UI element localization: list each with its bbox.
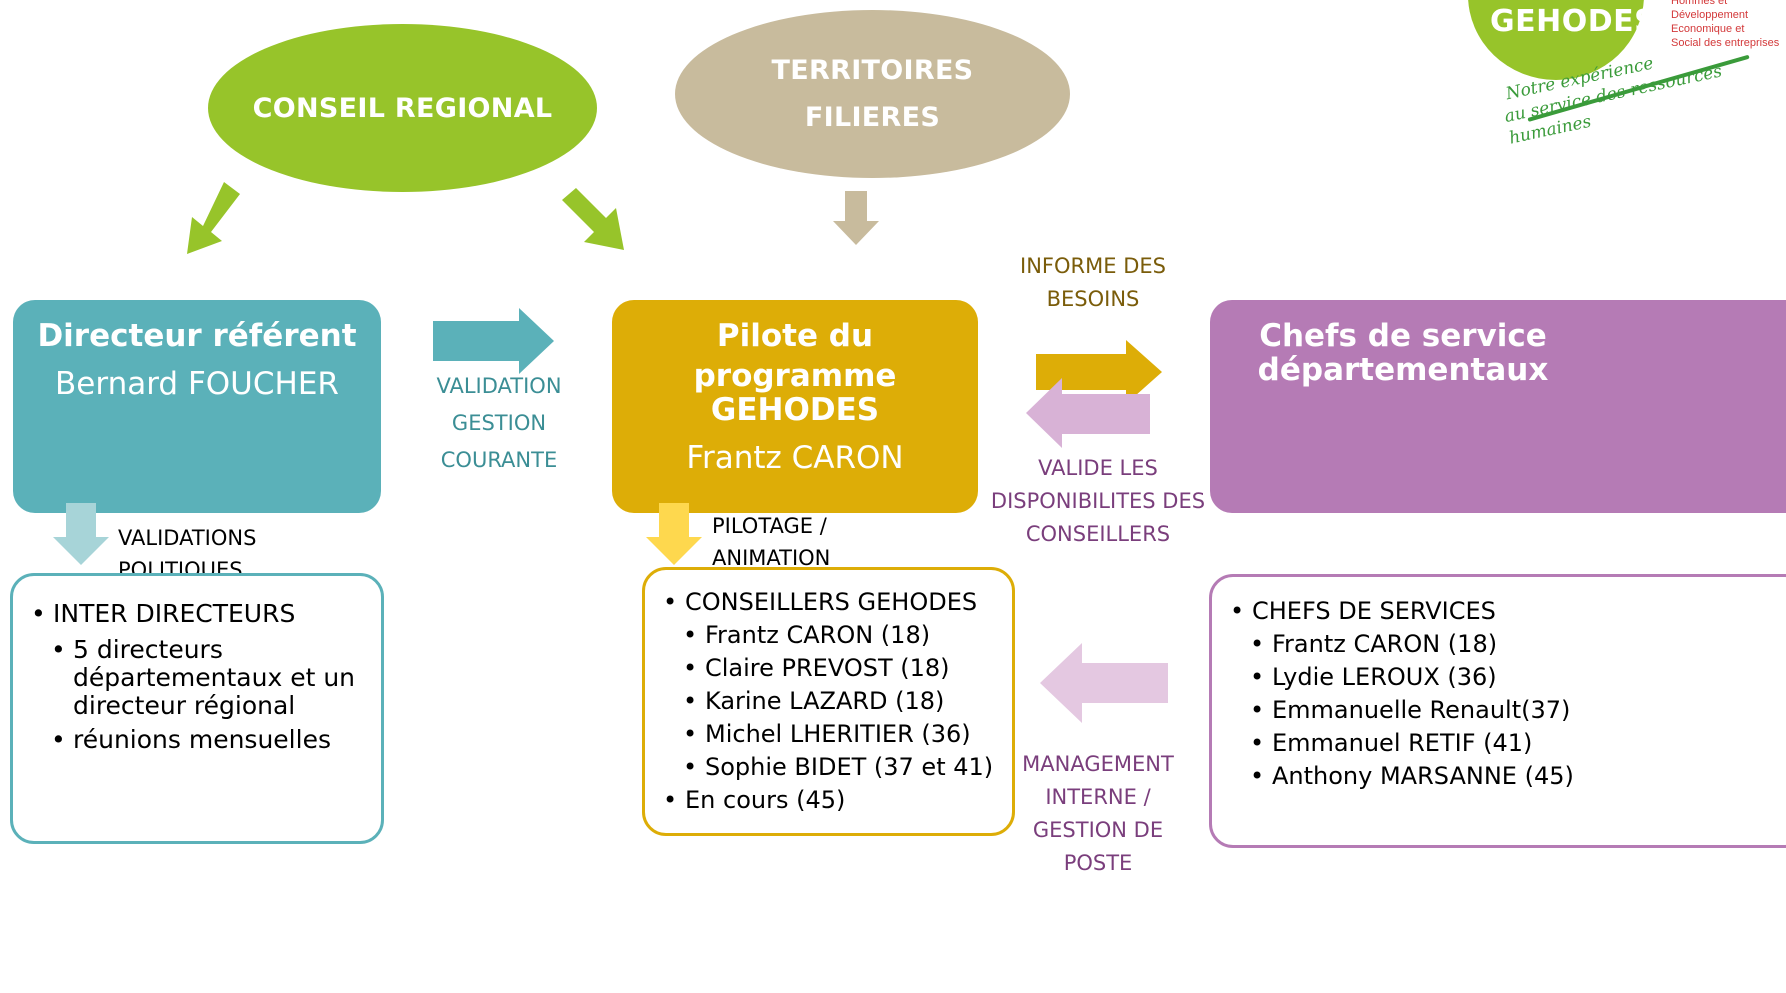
- arrow-down-beige-icon: [833, 191, 879, 245]
- arrow-down-right-icon: [562, 188, 624, 250]
- conseillers-footer: En cours (45): [663, 784, 1002, 817]
- conseiller-item: Sophie BIDET (37 et 41): [683, 751, 1002, 784]
- validations-politiques-label: VALIDATIONS POLITIQUES: [118, 526, 257, 582]
- chef-service-item: Frantz CARON (18): [1250, 628, 1786, 661]
- arrow-left-purple-icon: [1026, 378, 1150, 448]
- filieres-label: FILIERES: [804, 102, 941, 133]
- logo-side-line: Développement: [1671, 9, 1749, 21]
- logo-side-text: Hommes et Développement Economique et So…: [1671, 0, 1779, 50]
- validation-line: COURANTE: [440, 448, 558, 472]
- arrow-left-purple-light-icon: [1040, 643, 1168, 723]
- chef-service-item: Emmanuel RETIF (41): [1250, 727, 1786, 760]
- informe-line: BESOINS: [1046, 287, 1140, 311]
- inter-directeurs-item: réunions mensuelles: [51, 722, 365, 758]
- logo-side-line: Economique et: [1671, 23, 1745, 35]
- logo-side-line: Social des entreprises: [1671, 37, 1780, 49]
- logo-side-line: Hommes et: [1671, 0, 1728, 7]
- pilote-title-line1: Pilote du programme: [693, 318, 897, 394]
- management-label: MANAGEMENT INTERNE / GESTION DE POSTE: [1010, 748, 1186, 880]
- management-line: GESTION DE: [1032, 818, 1164, 842]
- valide-line: VALIDE LES: [1038, 456, 1158, 480]
- chefs-title-line1: Chefs de service: [1259, 318, 1547, 354]
- conseiller-item: Michel LHERITIER (36): [683, 718, 1002, 751]
- informe-line: INFORME DES: [1020, 254, 1166, 278]
- conseil-regional-label: CONSEIL REGIONAL: [252, 92, 553, 124]
- chef-service-item: Emmanuelle Renault(37): [1250, 694, 1786, 727]
- directeur-name: Bernard FOUCHER: [55, 366, 339, 402]
- directeur-title: Directeur référent: [37, 318, 357, 354]
- chefs-title-line2: départementaux: [1257, 352, 1549, 388]
- pilote-box: Pilote du programme GEHODES Frantz CARON: [612, 300, 978, 513]
- valide-line: DISPONIBILITES DES: [990, 489, 1206, 513]
- gehodes-logo: GEHODES Hommes et Développement Economiq…: [1468, 0, 1786, 180]
- arrow-down-gold-icon: [646, 503, 702, 565]
- chef-service-item: Anthony MARSANNE (45): [1250, 760, 1786, 793]
- conseiller-item: Karine LAZARD (18): [683, 685, 1002, 718]
- logo-name: GEHODES: [1490, 4, 1657, 39]
- pilotage-label: PILOTAGE / ANIMATION: [712, 514, 831, 570]
- conseillers-heading: CONSEILLERS GEHODES: [663, 586, 1002, 619]
- arrow-down-left-icon: [187, 182, 240, 254]
- conseiller-item: Frantz CARON (18): [683, 619, 1002, 652]
- logo-wordmark: GEHODES: [1490, 4, 1656, 39]
- valide-label: VALIDE LES DISPONIBILITES DES CONSEILLER…: [988, 452, 1208, 551]
- inter-directeurs-item: 5 directeurs départementaux et un direct…: [51, 636, 365, 720]
- validation-label: VALIDATION GESTION COURANTE: [420, 368, 578, 479]
- arrow-right-teal-icon: [433, 308, 554, 374]
- territoires-label: TERRITOIRES: [771, 55, 974, 86]
- validation-line: GESTION: [451, 411, 547, 435]
- validation-line: VALIDATION: [436, 374, 562, 398]
- informe-label: INFORME DES BESOINS: [1000, 250, 1186, 316]
- chef-service-item: Lydie LEROUX (36): [1250, 661, 1786, 694]
- chefs-services-box: CHEFS DE SERVICES Frantz CARON (18) Lydi…: [1209, 574, 1786, 848]
- chefs-services-heading: CHEFS DE SERVICES: [1230, 595, 1786, 628]
- inter-directeurs-heading: INTER DIRECTEURS: [31, 596, 365, 632]
- directeur-box: Directeur référent Bernard FOUCHER: [13, 300, 381, 513]
- management-line: POSTE: [1063, 851, 1133, 875]
- arrow-right-gold-icon: [1036, 340, 1162, 404]
- conseil-regional-ellipse: CONSEIL REGIONAL: [208, 24, 597, 192]
- pilote-name: Frantz CARON: [686, 440, 904, 476]
- management-line: MANAGEMENT: [1022, 752, 1174, 776]
- valide-line: CONSEILLERS: [1025, 522, 1171, 546]
- conseillers-box: CONSEILLERS GEHODES Frantz CARON (18) Cl…: [642, 567, 1015, 836]
- management-line: INTERNE /: [1045, 785, 1151, 809]
- inter-directeurs-box: INTER DIRECTEURS 5 directeurs départemen…: [10, 573, 384, 844]
- territoires-ellipse: TERRITOIRES FILIERES: [675, 10, 1070, 178]
- conseiller-item: Claire PREVOST (18): [683, 652, 1002, 685]
- arrow-down-teal-icon: [53, 503, 109, 565]
- pilote-title-line2: GEHODES: [710, 392, 880, 428]
- chefs-box: Chefs de service départementaux: [1210, 300, 1786, 513]
